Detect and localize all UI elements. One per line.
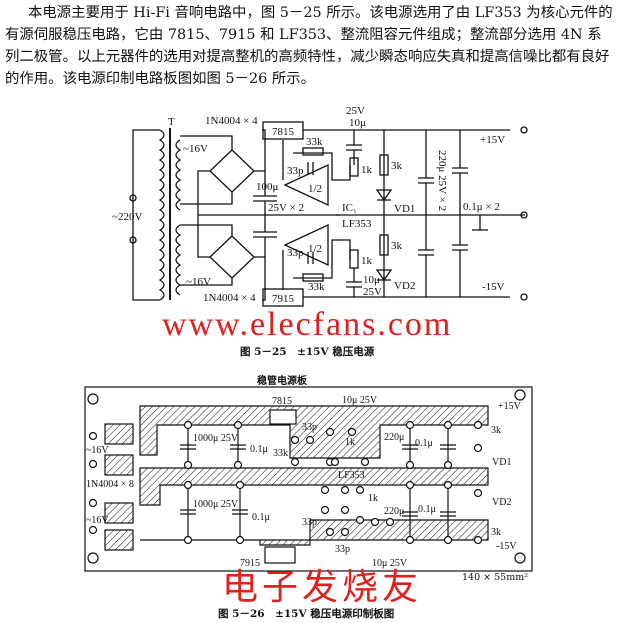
pcb-label-r1k-b: 1k: [368, 493, 378, 504]
pcb-title: 稳管电源板: [257, 374, 308, 387]
body-paragraph: 本电源主要用于 Hi-Fi 音响电路中，图 5－25 所示。该电源选用了由 LF…: [5, 2, 615, 90]
pcb-label-c01-b: 0.1μ: [252, 512, 270, 523]
label-c-bypass: 0.1μ × 2: [463, 201, 500, 213]
pcb-label-c-bottom: 10μ 25V: [372, 558, 408, 569]
pcb-label-7815: 7815: [272, 396, 292, 407]
schematic-labels: T ~220V ~16V ~16V 1N4004 × 4 1N4004 × 4 …: [112, 105, 505, 305]
label-c-top-voltage: 25V: [346, 105, 365, 117]
pcb-label-c33p-c: 33p: [335, 544, 350, 555]
pcb-label-c33p-b: 33p: [302, 517, 317, 528]
label-c-bottom-voltage: 25V: [363, 286, 382, 298]
label-c-filter: 100μ: [256, 181, 279, 193]
label-7915: 7915: [272, 293, 295, 305]
label-lf353: LF353: [342, 218, 372, 230]
pcb-label-c-big-top: 1000μ 25V: [193, 433, 239, 444]
label-opamp-top: 1/2: [308, 183, 322, 195]
label-input-voltage: ~220V: [112, 211, 142, 223]
label-out-neg: -15V: [482, 281, 505, 293]
label-transformer: T: [168, 116, 175, 128]
pcb-label-c-big-bottom: 1000μ 25V: [193, 499, 239, 510]
label-c-out: 220μ 25V × 2: [436, 150, 448, 211]
figure-5-25-caption: 图 5－25 ±15V 稳压电源: [240, 346, 375, 358]
pcb-label-c01-c: 0.1μ: [415, 438, 433, 449]
pcb-label-ac-top: ~16V: [86, 445, 109, 456]
label-c-top-value: 10μ: [349, 117, 366, 129]
label-c-filter-rating: 25V × 2: [268, 202, 304, 214]
figure-5-26-caption: 图 5－26 ±15V 稳压电源印制板图: [218, 608, 395, 620]
label-opamp-bottom: 1/2: [308, 243, 322, 255]
pcb-label-diodes: 1N4004 × 8: [86, 479, 134, 490]
pcb-label-out-pos: +15V: [498, 401, 522, 412]
pcb-label-r33k: 33k: [273, 448, 288, 459]
pcb-label-c01-a: 0.1μ: [250, 444, 268, 455]
schematic-diagram: [129, 121, 528, 307]
label-r-fb-bottom: 33k: [308, 281, 325, 293]
label-secondary-top: ~16V: [183, 143, 208, 155]
label-ic: IC₁: [342, 202, 357, 214]
watermark-chinese: 电子发烧友: [222, 567, 423, 608]
label-vd2: VD2: [394, 280, 415, 292]
label-diodes-top: 1N4004 × 4: [205, 115, 258, 127]
pcb-label-lf353: LF353: [338, 470, 365, 481]
label-c-fb-bottom: 33p: [287, 247, 304, 259]
label-7815: 7815: [272, 126, 295, 138]
pcb-label-r3k-a: 3k: [491, 425, 501, 436]
pcb-label-r1k-a: 1k: [345, 437, 355, 448]
pcb-label-vd2: VD2: [492, 497, 511, 508]
pcb-label-c33p-a: 33p: [302, 422, 317, 433]
label-vd1: VD1: [394, 203, 415, 215]
pcb-label-c-top: 10μ 25V: [342, 395, 378, 406]
label-secondary-bottom: ~16V: [186, 276, 211, 288]
pcb-labels: 稳管电源板 7815 10μ 25V +15V -15V ~16V ~16V 1…: [86, 374, 522, 569]
watermark-elecfans: www.elecfans.com: [162, 306, 453, 343]
label-c-fb-top: 33p: [287, 165, 304, 177]
pcb-label-7915: 7915: [240, 558, 260, 569]
pcb-size-label: 140 × 55mm²: [462, 572, 529, 583]
pcb-label-c220-top: 220μ: [384, 432, 404, 443]
label-r-fb-top: 33k: [306, 136, 323, 148]
label-r-led-bottom: 3k: [391, 240, 403, 252]
pcb-label-out-neg: -15V: [496, 541, 517, 552]
label-r-led-top: 3k: [391, 160, 403, 172]
paragraph-text: 本电源主要用于 Hi-Fi 音响电路中，图 5－25 所示。该电源选用了由 LF…: [5, 5, 613, 87]
pcb-label-r3k-b: 3k: [491, 527, 501, 538]
pcb-label-c01-d: 0.1μ: [418, 504, 436, 515]
pcb-label-vd1: VD1: [492, 457, 511, 468]
label-out-pos: +15V: [480, 134, 505, 146]
pcb-diagram: [84, 386, 533, 572]
label-diodes-bottom: 1N4004 × 4: [203, 292, 256, 304]
label-c-bottom-value: 10μ: [363, 274, 380, 286]
label-r-bottom: 1k: [361, 255, 373, 267]
label-r-top: 1k: [361, 164, 373, 176]
pcb-label-c220-bottom: 220μ: [384, 506, 404, 517]
pcb-label-ac-bottom: ~16V: [86, 515, 109, 526]
